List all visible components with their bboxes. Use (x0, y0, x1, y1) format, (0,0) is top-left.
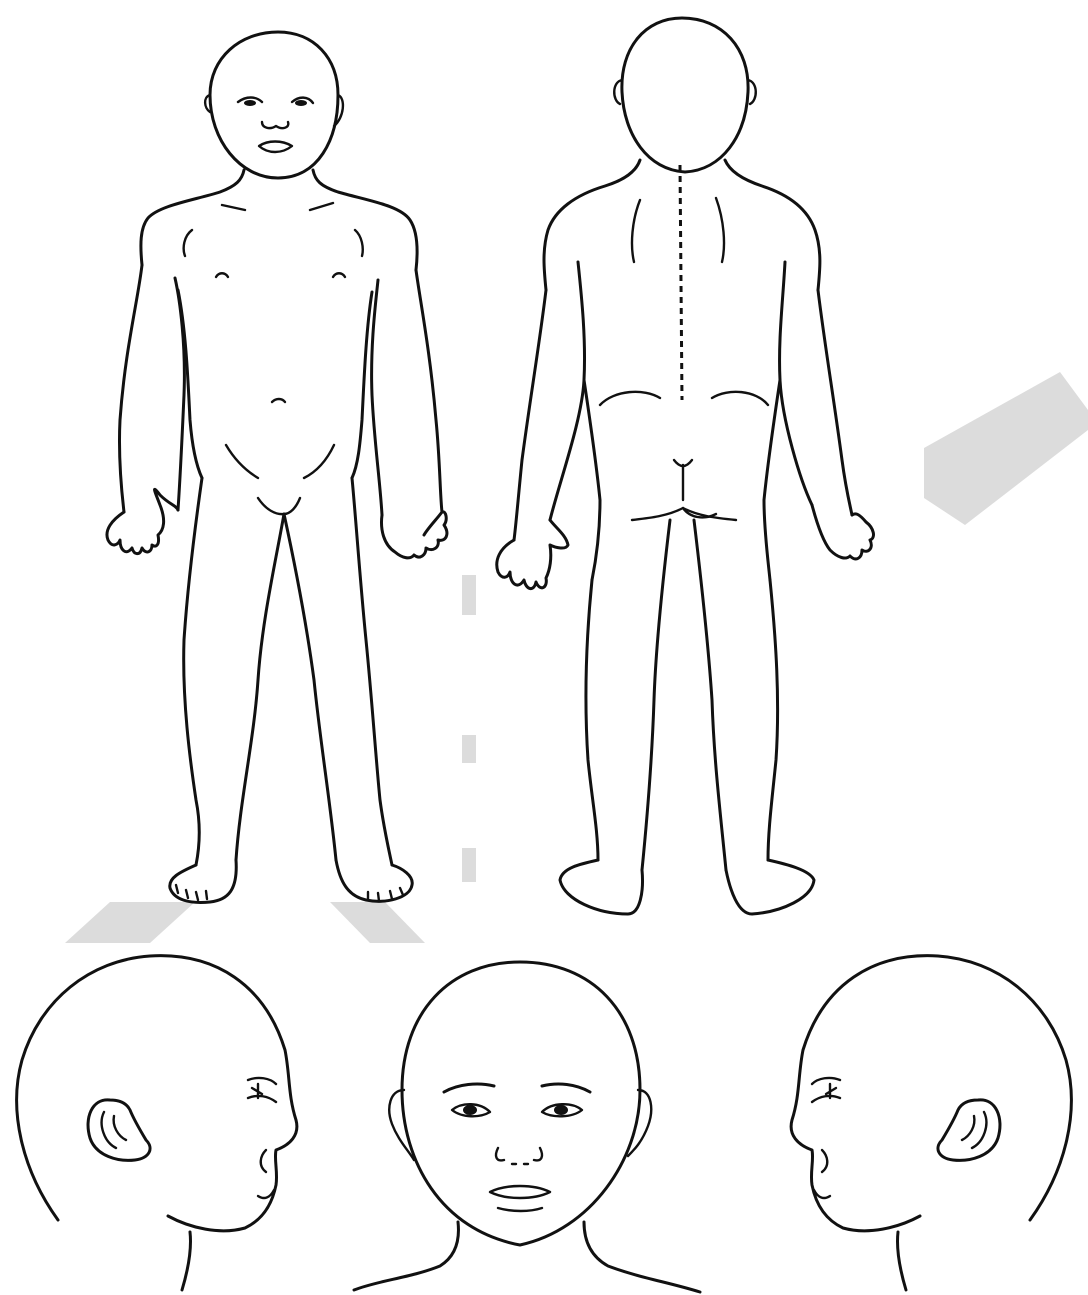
head-front-view (354, 962, 700, 1292)
checkmark-watermark-icon (65, 372, 1088, 943)
head-right-profile-view (791, 956, 1071, 1290)
body-front-view (107, 32, 447, 902)
body-back-view (497, 18, 874, 914)
head-left-profile-view (17, 956, 297, 1290)
